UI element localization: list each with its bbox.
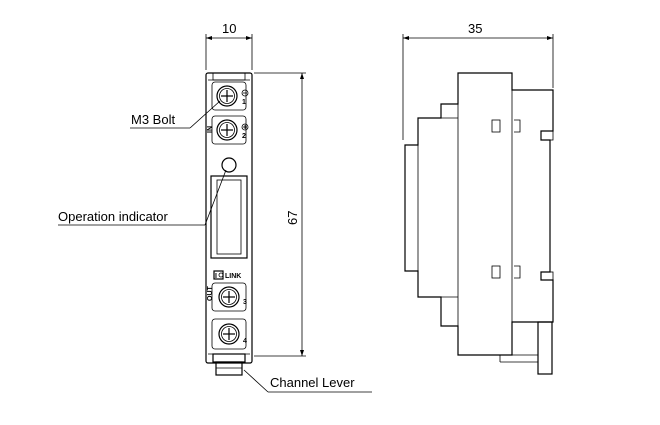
- svg-text:M3 Bolt: M3 Bolt: [131, 112, 175, 127]
- terminal-screw-3: [211, 282, 247, 312]
- channel-lever: [212, 353, 246, 376]
- callout-m3-bolt: M3 Bolt: [130, 100, 221, 129]
- operation-indicator-led: [221, 157, 237, 173]
- side-view: [404, 72, 554, 375]
- front-view: 1 2 IN I LINK 3: [205, 72, 253, 376]
- svg-text:I: I: [215, 273, 217, 280]
- dimension-side-width: 35: [402, 21, 554, 140]
- in-label: IN: [207, 126, 214, 133]
- plus-symbol-icon: [241, 123, 249, 131]
- dimension-35: 35: [468, 21, 482, 36]
- terminal-screw-2: [211, 115, 247, 145]
- dimension-height: 67: [254, 72, 306, 357]
- callout-operation-indicator: Operation indicator: [58, 169, 227, 226]
- terminal-screw-4: [211, 318, 247, 350]
- terminal-number-3: 3: [243, 299, 247, 306]
- out-label: OUT: [207, 286, 214, 302]
- minus-symbol-icon: [241, 89, 249, 97]
- side-body-outline: [404, 72, 554, 356]
- dimension-10: 10: [222, 21, 236, 36]
- dimension-67: 67: [285, 211, 300, 225]
- side-latch: [537, 321, 553, 375]
- terminal-number-1: 1: [242, 99, 246, 106]
- terminal-number-4: 4: [243, 338, 247, 345]
- terminal-screw-1: [211, 81, 247, 111]
- label-window: [210, 175, 248, 259]
- terminal-number-2: 2: [242, 133, 246, 140]
- iolink-logo: I LINK: [213, 270, 241, 280]
- dimension-front-width: 10: [205, 21, 253, 70]
- svg-text:LINK: LINK: [225, 273, 241, 280]
- svg-text:Operation indicator: Operation indicator: [58, 209, 169, 224]
- svg-text:Channel Lever: Channel Lever: [270, 375, 355, 390]
- callout-channel-lever: Channel Lever: [243, 369, 372, 393]
